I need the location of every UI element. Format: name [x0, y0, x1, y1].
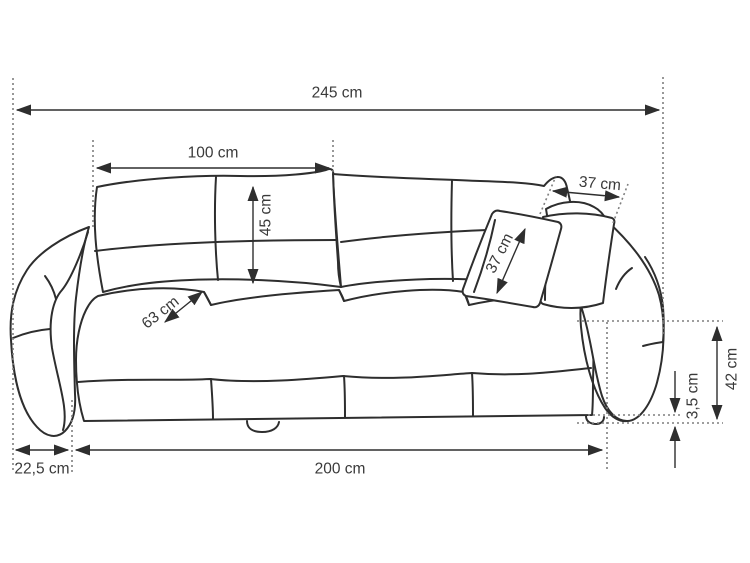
back-cushion-right-seam-vertical: [450, 179, 454, 282]
right-armrest-accent: [615, 267, 633, 290]
dim-seat-width-label: 200 cm: [315, 460, 366, 477]
dim-ground-clearance-label: 3,5 cm: [684, 373, 701, 420]
seat-cushion-seam-2: [338, 289, 345, 302]
left-armrest: [9, 226, 90, 437]
dim-back-cushion-height-label: 45 cm: [257, 194, 274, 236]
left-armrest-seam: [12, 328, 51, 339]
dim-seat-depth-arrow: [164, 291, 203, 323]
dim-pillow-width-arrow: [551, 186, 621, 202]
dim-pillow-width-label: 37 cm: [578, 174, 622, 195]
seat-band-seam-2: [343, 375, 346, 418]
seat-band-seam-1: [210, 378, 214, 420]
seat-front-seam: [77, 367, 592, 383]
left-armrest-accent: [44, 275, 57, 300]
seat: [75, 287, 595, 422]
guide-pillow-corner-left: [539, 175, 557, 215]
dim-armrest-width-label: 22,5 cm: [14, 460, 69, 477]
back-cushion-left-outline: [93, 168, 342, 293]
left-armrest-crease: [49, 231, 89, 431]
sofa-legs: [246, 415, 605, 433]
front-left-leg: [246, 420, 280, 433]
back-cushion-left: [93, 168, 342, 293]
front-right-leg: [585, 415, 605, 425]
back-cushion-left-seam-horizontal: [94, 239, 338, 252]
seat-cushion-seam-1: [203, 291, 212, 306]
dimension-guides: [12, 77, 723, 473]
pillow-front-fold: [473, 219, 496, 293]
guide-pillow-corner-right: [612, 183, 629, 224]
dim-pillow-height-arrow: [496, 227, 526, 295]
dim-armrest-height-label: 42 cm: [723, 348, 740, 390]
dim-back-cushion-width-label: 100 cm: [188, 144, 239, 161]
dimension-arrows: [14, 104, 723, 468]
dim-total-width-label: 245 cm: [312, 84, 363, 101]
right-armrest-short-seam: [642, 341, 664, 347]
sofa-illustration: [9, 168, 665, 437]
seat-band-seam-3: [471, 372, 474, 417]
back-cushion-left-seam-vertical: [213, 176, 219, 281]
